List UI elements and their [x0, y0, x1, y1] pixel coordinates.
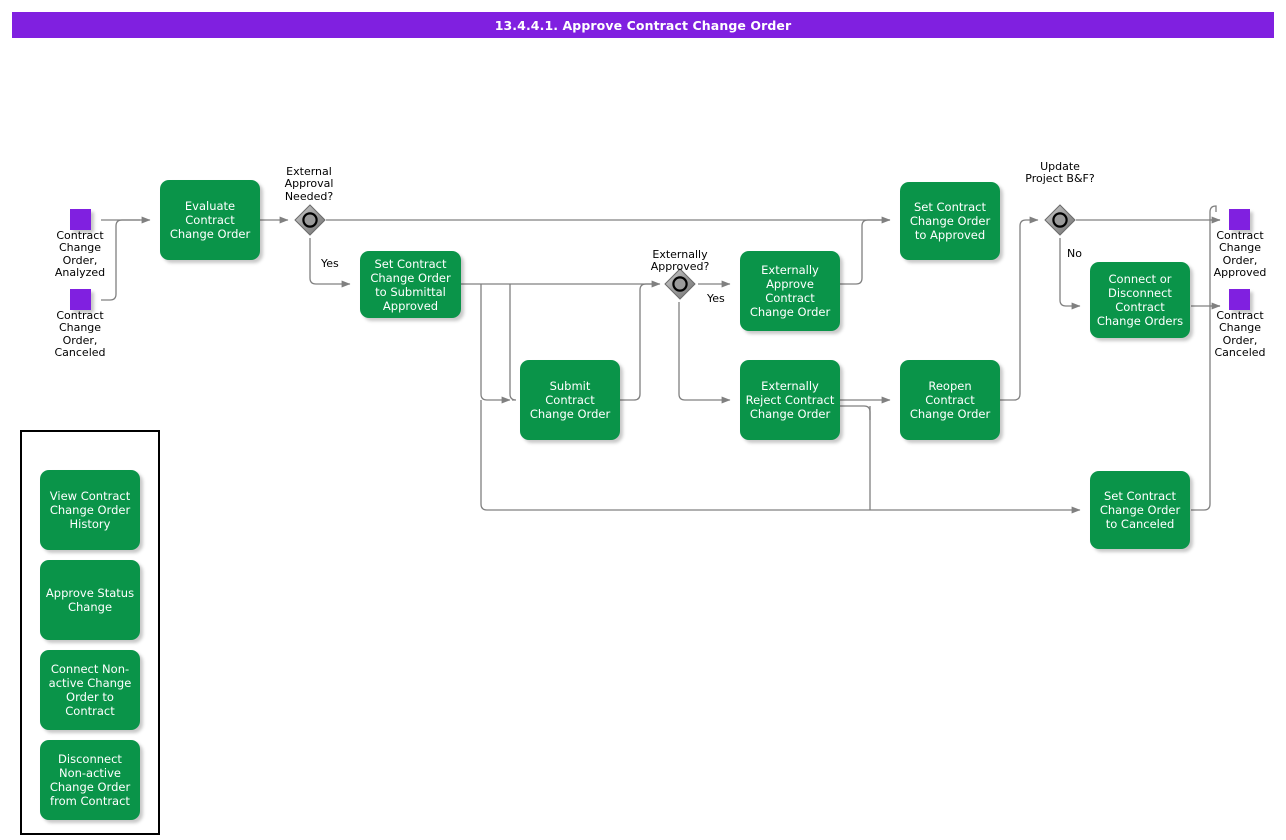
task-connect-or-disconnect-contract-change-orders[interactable]: Connect or Disconnect Contract Change Or…: [1090, 262, 1190, 338]
terminator-label-contract-change-order-canceled-end: Contract Change Order, Canceled: [1196, 309, 1284, 360]
gateway-label-update-project-bf: Update Project B&F?: [1025, 160, 1095, 186]
task-label: Set Contract Change Order to Submittal A…: [370, 256, 451, 313]
legend-item-label: Connect Non-active Change Order to Contr…: [48, 662, 132, 718]
label-line: Contract: [56, 309, 104, 322]
legend-item-connect-non-active-change-order-to-contract[interactable]: Connect Non-active Change Order to Contr…: [40, 650, 140, 730]
task-label: Reopen Contract Change Order: [909, 379, 991, 421]
terminator-label-contract-change-order-approved: Contract Change Order, Approved: [1196, 229, 1284, 280]
task-label: Set Contract Change Order to Canceled: [1099, 489, 1181, 531]
edge-label-no-update-project-bf: No: [1067, 247, 1082, 260]
gateway-externally-approved[interactable]: [664, 268, 696, 300]
label-line: Canceled: [1214, 346, 1266, 360]
label-line: Order,: [62, 333, 98, 347]
terminator-contract-change-order-canceled-start[interactable]: [70, 289, 91, 310]
task-set-contract-change-order-to-approved[interactable]: Set Contract Change Order to Approved: [900, 182, 1000, 260]
label-line: Contract: [56, 229, 104, 242]
task-label: Set Contract Change Order to Approved: [909, 200, 991, 242]
legend-item-approve-status-change[interactable]: Approve Status Change: [40, 560, 140, 640]
task-submit-contract-change-order[interactable]: Submit Contract Change Order: [520, 360, 620, 440]
label-line: Change: [1218, 241, 1262, 255]
label-line: Contract: [1216, 309, 1264, 322]
gateway-label-external-approval-needed: External Approval Needed?: [284, 165, 334, 203]
label-line: Change: [1218, 321, 1262, 335]
terminator-contract-change-order-analyzed[interactable]: [70, 209, 91, 230]
legend-item-view-contract-change-order-history[interactable]: View Contract Change Order History: [40, 470, 140, 550]
edge-label-yes-external-approval: Yes: [321, 257, 339, 270]
legend-item-label: Disconnect Non-active Change Order from …: [49, 752, 131, 808]
label-line: Order,: [62, 253, 98, 267]
label-line: Approved: [1213, 266, 1267, 280]
terminator-label-contract-change-order-analyzed: Contract Change Order, Analyzed: [36, 229, 124, 280]
gateway-label-externally-approved: Externally Approved?: [650, 248, 710, 274]
gateway-update-project-bf[interactable]: [1044, 204, 1076, 236]
legend-item-disconnect-non-active-change-order-from-contract[interactable]: Disconnect Non-active Change Order from …: [40, 740, 140, 820]
label-line: Change: [58, 241, 102, 255]
gateway-external-approval-needed[interactable]: [294, 204, 326, 236]
terminator-label-contract-change-order-canceled-start: Contract Change Order, Canceled: [36, 309, 124, 360]
label-line: Order,: [1222, 333, 1258, 347]
task-externally-reject-contract-change-order[interactable]: Externally Reject Contract Change Order: [740, 360, 840, 440]
task-label: Connect or Disconnect Contract Change Or…: [1096, 272, 1184, 328]
page-title: 13.4.4.1. Approve Contract Change Order: [12, 12, 1274, 38]
legend-item-label: View Contract Change Order History: [49, 489, 131, 531]
edge-label-yes-externally-approved: Yes: [707, 292, 725, 305]
task-label: Submit Contract Change Order: [529, 379, 611, 421]
label-line: Analyzed: [54, 266, 106, 280]
label-line: Change: [58, 321, 102, 335]
task-externally-approve-contract-change-order[interactable]: Externally Approve Contract Change Order: [740, 251, 840, 331]
task-label: Externally Approve Contract Change Order: [749, 263, 831, 319]
task-set-contract-change-order-to-canceled[interactable]: Set Contract Change Order to Canceled: [1090, 471, 1190, 549]
task-label: Externally Reject Contract Change Order: [745, 379, 835, 421]
task-label: Evaluate Contract Change Order: [169, 199, 251, 241]
label-line: Order,: [1222, 253, 1258, 267]
terminator-contract-change-order-approved[interactable]: [1229, 209, 1250, 230]
task-reopen-contract-change-order[interactable]: Reopen Contract Change Order: [900, 360, 1000, 440]
terminator-contract-change-order-canceled-end[interactable]: [1229, 289, 1250, 310]
task-set-contract-change-order-to-submittal-approved[interactable]: Set Contract Change Order to Submittal A…: [360, 251, 461, 318]
label-line: Canceled: [54, 346, 106, 360]
label-line: Contract: [1216, 229, 1264, 242]
legend-item-label: Approve Status Change: [45, 586, 135, 614]
task-evaluate-contract-change-order[interactable]: Evaluate Contract Change Order: [160, 180, 260, 260]
